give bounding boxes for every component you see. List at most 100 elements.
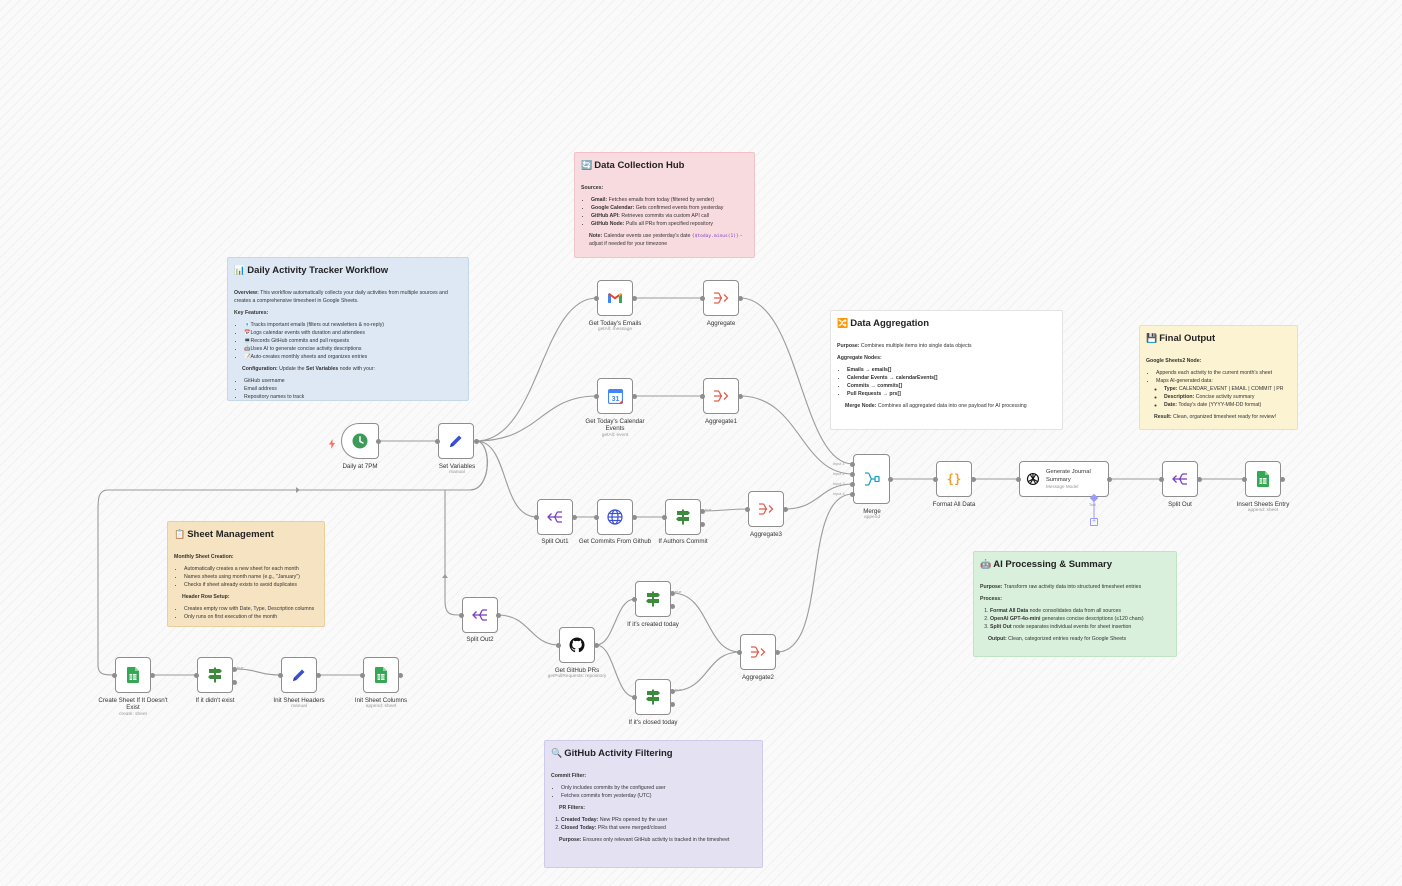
node-split-out[interactable] [1162, 461, 1198, 497]
connection-port[interactable] [1242, 477, 1247, 482]
connection-port[interactable] [850, 482, 855, 487]
node-aggregate[interactable] [703, 280, 739, 316]
node-get-calendar[interactable]: 31 [597, 378, 633, 414]
connection-port[interactable] [376, 439, 381, 444]
connection-port[interactable] [594, 643, 599, 648]
node-get-emails[interactable] [597, 280, 633, 316]
connection-port[interactable] [933, 477, 938, 482]
connection-port[interactable] [850, 472, 855, 477]
connection-port[interactable] [474, 439, 479, 444]
connection-port[interactable] [850, 492, 855, 497]
connection-port[interactable] [850, 462, 855, 467]
aggregate-icon [714, 390, 729, 402]
connection-port[interactable] [278, 673, 283, 678]
connection-port[interactable] [632, 394, 637, 399]
connection-port[interactable] [670, 689, 675, 694]
pr-filter-list: Created Today: New PRs opened by the use… [551, 816, 756, 832]
connection-port[interactable] [632, 597, 637, 602]
node-aggregate3[interactable] [748, 491, 784, 527]
node-insert-sheets[interactable] [1245, 461, 1281, 497]
connection-port[interactable] [700, 522, 705, 527]
connection-port[interactable] [1107, 477, 1112, 482]
node-if-created-today[interactable] [635, 581, 671, 617]
connection-port[interactable] [700, 509, 705, 514]
node-if-authors-commit[interactable] [665, 499, 701, 535]
connection-port[interactable] [398, 673, 403, 678]
connection-port[interactable] [783, 507, 788, 512]
node-aggregate2[interactable] [740, 634, 776, 670]
node-daily-7pm[interactable] [341, 423, 379, 459]
connection-port[interactable] [971, 477, 976, 482]
connection-port[interactable] [435, 439, 440, 444]
connection-port[interactable] [594, 394, 599, 399]
node-init-sheet-headers[interactable] [281, 657, 317, 693]
node-aggregate1[interactable] [703, 378, 739, 414]
connection-port[interactable] [232, 680, 237, 685]
node-split-out2[interactable] [462, 597, 498, 633]
connection-port[interactable] [459, 613, 464, 618]
connection-port[interactable] [194, 673, 199, 678]
connection-port[interactable] [632, 296, 637, 301]
sticky-github-filtering[interactable]: 🔍GitHub Activity Filtering Commit Filter… [544, 740, 763, 868]
node-format-all-data[interactable]: {} [936, 461, 972, 497]
node-get-commits[interactable] [597, 499, 633, 535]
aggregate-icon [759, 503, 774, 515]
node-init-sheet-columns[interactable] [363, 657, 399, 693]
sticky-tracker-workflow[interactable]: 📊Daily Activity Tracker Workflow Overvie… [227, 257, 469, 401]
connection-port[interactable] [888, 477, 893, 482]
node-if-didnt-exist[interactable] [197, 657, 233, 693]
connection-port[interactable] [662, 515, 667, 520]
list-item: Maps AI-generated data:Type: CALENDAR_EV… [1156, 377, 1291, 409]
connection-port[interactable] [1016, 477, 1021, 482]
connection-port[interactable] [572, 515, 577, 520]
sticky-title: 📊Daily Activity Tracker Workflow [234, 264, 462, 279]
connection-port[interactable] [1197, 477, 1202, 482]
connection-port[interactable] [1280, 477, 1285, 482]
connection-port[interactable] [594, 515, 599, 520]
sticky-sheet-management[interactable]: 📋Sheet Management Monthly Sheet Creation… [167, 521, 325, 627]
openai-icon [1026, 472, 1040, 486]
connection-port[interactable] [632, 515, 637, 520]
node-split-out1[interactable] [537, 499, 573, 535]
node-get-github-prs[interactable] [559, 627, 595, 663]
connection-port[interactable] [112, 673, 117, 678]
connection-port[interactable] [150, 673, 155, 678]
connection-port[interactable] [745, 507, 750, 512]
connection-port[interactable] [738, 296, 743, 301]
connection-port[interactable] [738, 394, 743, 399]
connection-port[interactable] [232, 667, 237, 672]
connection-port[interactable] [316, 673, 321, 678]
split-icon [472, 609, 487, 621]
connection-port[interactable] [534, 515, 539, 520]
sticky-final-output[interactable]: 💾Final Output Google Sheets2 Node: Appen… [1139, 325, 1298, 430]
true-label: true [675, 688, 682, 692]
connection-port[interactable] [496, 613, 501, 618]
connection-port[interactable] [556, 643, 561, 648]
list-item: Checks if sheet already exists to avoid … [184, 581, 318, 589]
list-item: 📝Auto-creates monthly sheets and organiz… [244, 353, 462, 361]
connection-port[interactable] [670, 702, 675, 707]
connection-port[interactable] [737, 650, 742, 655]
connection-port[interactable] [632, 695, 637, 700]
true-label: true [705, 508, 712, 512]
connection-port[interactable] [700, 296, 705, 301]
list-item: Format All Data node consolidates data f… [990, 607, 1170, 615]
node-set-variables[interactable] [438, 423, 474, 459]
node-create-sheet[interactable] [115, 657, 151, 693]
connection-port[interactable] [775, 650, 780, 655]
add-tool-button[interactable]: + [1090, 518, 1098, 526]
connection-port[interactable] [360, 673, 365, 678]
node-if-closed-today[interactable] [635, 679, 671, 715]
sticky-data-aggregation[interactable]: 🔀Data Aggregation Purpose: Combines mult… [830, 310, 1063, 430]
connection-port[interactable] [700, 394, 705, 399]
connection-port[interactable] [670, 591, 675, 596]
sticky-data-collection[interactable]: 🔄Data Collection Hub Sources: Gmail: Fet… [574, 152, 755, 258]
connection-port[interactable] [1159, 477, 1164, 482]
node-merge[interactable] [853, 454, 890, 504]
robot-icon: 🤖 [980, 559, 992, 570]
connection-port[interactable] [594, 296, 599, 301]
list-item: Google Calendar: Gets confirmed events f… [591, 204, 748, 212]
connection-port[interactable] [670, 604, 675, 609]
sticky-ai-processing[interactable]: 🤖AI Processing & Summary Purpose: Transf… [973, 551, 1177, 657]
